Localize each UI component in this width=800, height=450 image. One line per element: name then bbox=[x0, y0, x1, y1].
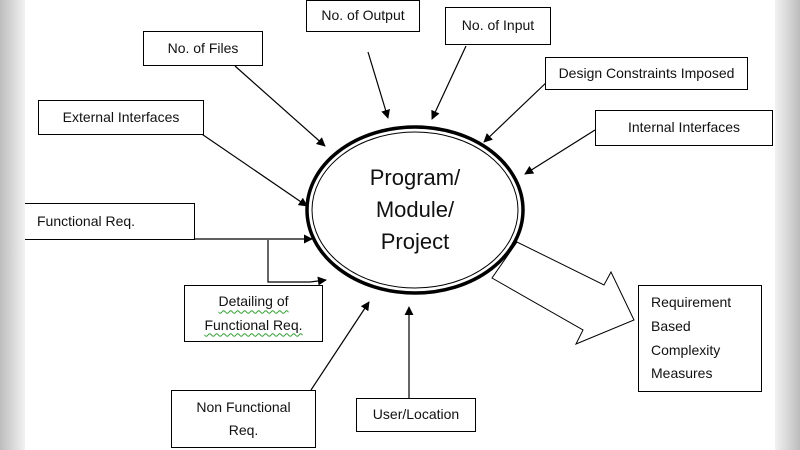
arrow-no-of-output bbox=[367, 51, 390, 119]
output-block-arrow bbox=[491, 241, 635, 345]
label-no-of-input: No. of Input bbox=[461, 17, 535, 34]
box-no-of-output: No. of Output bbox=[306, 0, 420, 32]
box-internal-interfaces: Internal Interfaces bbox=[595, 110, 773, 146]
arrow-internal-interfaces bbox=[524, 129, 596, 175]
label-no-of-output: No. of Output bbox=[321, 7, 405, 24]
arrow-detailing-functional-req bbox=[267, 240, 310, 283]
center-label-line-3: Project bbox=[380, 228, 450, 254]
arrow-design-constraints bbox=[483, 79, 550, 143]
output-line-1: Requirement bbox=[651, 293, 732, 310]
box-design-constraints: Design Constraints Imposed bbox=[545, 57, 748, 90]
center-ellipse bbox=[305, 125, 525, 295]
arrow-detailing-to-ellipse bbox=[309, 276, 327, 286]
label-detailing-line-1: Detailing of bbox=[218, 293, 289, 310]
box-detailing-functional-req: Detailing of Functional Req. bbox=[184, 285, 323, 342]
box-non-functional-req: Non Functional Req. bbox=[171, 390, 316, 448]
center-label-line-2: Module/ bbox=[375, 197, 455, 223]
output-line-3: Complexity bbox=[651, 341, 721, 358]
box-external-interfaces: External Interfaces bbox=[38, 100, 204, 135]
label-design-constraints: Design Constraints Imposed bbox=[558, 64, 735, 81]
label-functional-req: Functional Req. bbox=[37, 212, 136, 229]
label-internal-interfaces: Internal Interfaces bbox=[627, 119, 741, 136]
center-label: Program/ Module/ Project bbox=[330, 150, 500, 270]
box-functional-req: Functional Req. bbox=[25, 203, 195, 240]
slide-edge-left bbox=[0, 0, 25, 450]
label-non-functional-line-1: Non Functional bbox=[196, 398, 291, 415]
label-detailing-line-2: Functional Req. bbox=[204, 316, 303, 333]
center-label-line-1: Program/ bbox=[369, 165, 461, 191]
arrow-no-of-files bbox=[234, 65, 326, 147]
label-non-functional-line-2: Req. bbox=[228, 422, 259, 438]
output-line-4: Measures bbox=[651, 365, 713, 382]
output-line-2: Based bbox=[651, 317, 691, 334]
box-no-of-files: No. of Files bbox=[143, 31, 263, 66]
box-user-location: User/Location bbox=[356, 398, 476, 432]
arrow-non-functional-req bbox=[310, 301, 370, 391]
center-ellipse-inner-ring bbox=[311, 131, 519, 289]
arrow-external-interfaces bbox=[189, 125, 308, 207]
slide-edge-right bbox=[775, 0, 800, 450]
box-requirement-complexity-measures: Requirement Based Complexity Measures bbox=[638, 285, 762, 392]
box-no-of-input: No. of Input bbox=[445, 7, 551, 45]
label-no-of-files: No. of Files bbox=[167, 39, 239, 56]
label-user-location: User/Location bbox=[372, 406, 460, 423]
arrow-no-of-input bbox=[431, 45, 467, 120]
label-external-interfaces: External Interfaces bbox=[62, 108, 180, 125]
